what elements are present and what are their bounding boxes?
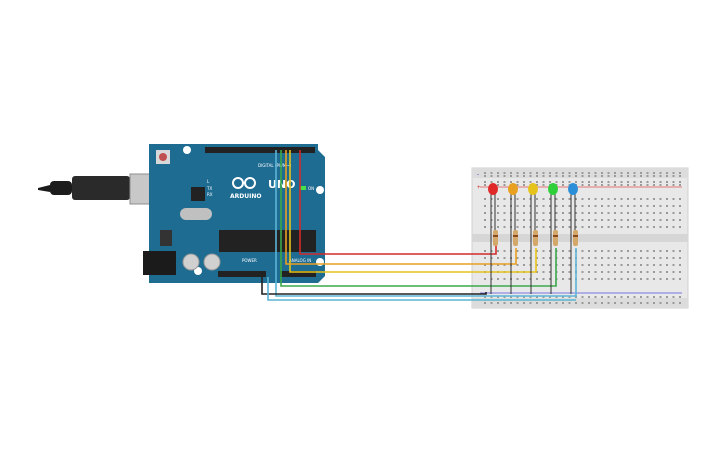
blue-wire[interactable] (275, 150, 577, 297)
power-label: POWER (242, 258, 257, 263)
rx-label: RX (207, 192, 213, 197)
digital-label: DIGITAL (PWM~) (258, 163, 292, 168)
rail-plus-label: + (477, 185, 481, 191)
arduino-board[interactable]: ARDUINO UNO DIGITAL (PWM~) ANALOG IN POW… (143, 144, 325, 283)
led-red[interactable] (488, 183, 498, 294)
led-yellow[interactable] (528, 183, 538, 294)
power-header[interactable] (218, 271, 266, 277)
led-orange[interactable] (508, 183, 518, 294)
ground-wire[interactable] (261, 277, 487, 295)
arduino-logo-icon (232, 177, 256, 189)
tx-label: TX (206, 186, 212, 191)
on-label: ON (308, 186, 314, 191)
resistor[interactable] (493, 230, 498, 246)
resistor[interactable] (513, 230, 518, 246)
led-bulb[interactable] (528, 183, 538, 195)
led-green[interactable] (548, 183, 558, 294)
l-label: L (207, 179, 210, 184)
rail-minus-label: - (477, 172, 479, 178)
resistor[interactable] (553, 230, 558, 246)
yellow-wire[interactable] (289, 150, 537, 273)
power-jack (143, 251, 176, 275)
resistor[interactable] (533, 230, 538, 246)
blue-wire[interactable] (267, 277, 576, 301)
led-bulb[interactable] (548, 183, 558, 195)
resistor[interactable] (573, 230, 578, 246)
green-wire[interactable] (280, 150, 557, 287)
led-bulb[interactable] (508, 183, 518, 195)
digital-header[interactable] (205, 147, 315, 153)
breadboard[interactable]: + - (471, 167, 689, 309)
analog-label: ANALOG IN (289, 258, 311, 263)
analog-header[interactable] (280, 271, 316, 277)
led-group[interactable] (488, 183, 578, 294)
led-bulb[interactable] (568, 183, 578, 195)
red-wire[interactable] (299, 150, 497, 255)
led-bulb[interactable] (488, 183, 498, 195)
orange-wire[interactable] (285, 150, 517, 265)
atmega-chip (219, 230, 316, 252)
led-blue[interactable] (568, 183, 578, 294)
arduino-logo-text: ARDUINO (230, 193, 261, 200)
